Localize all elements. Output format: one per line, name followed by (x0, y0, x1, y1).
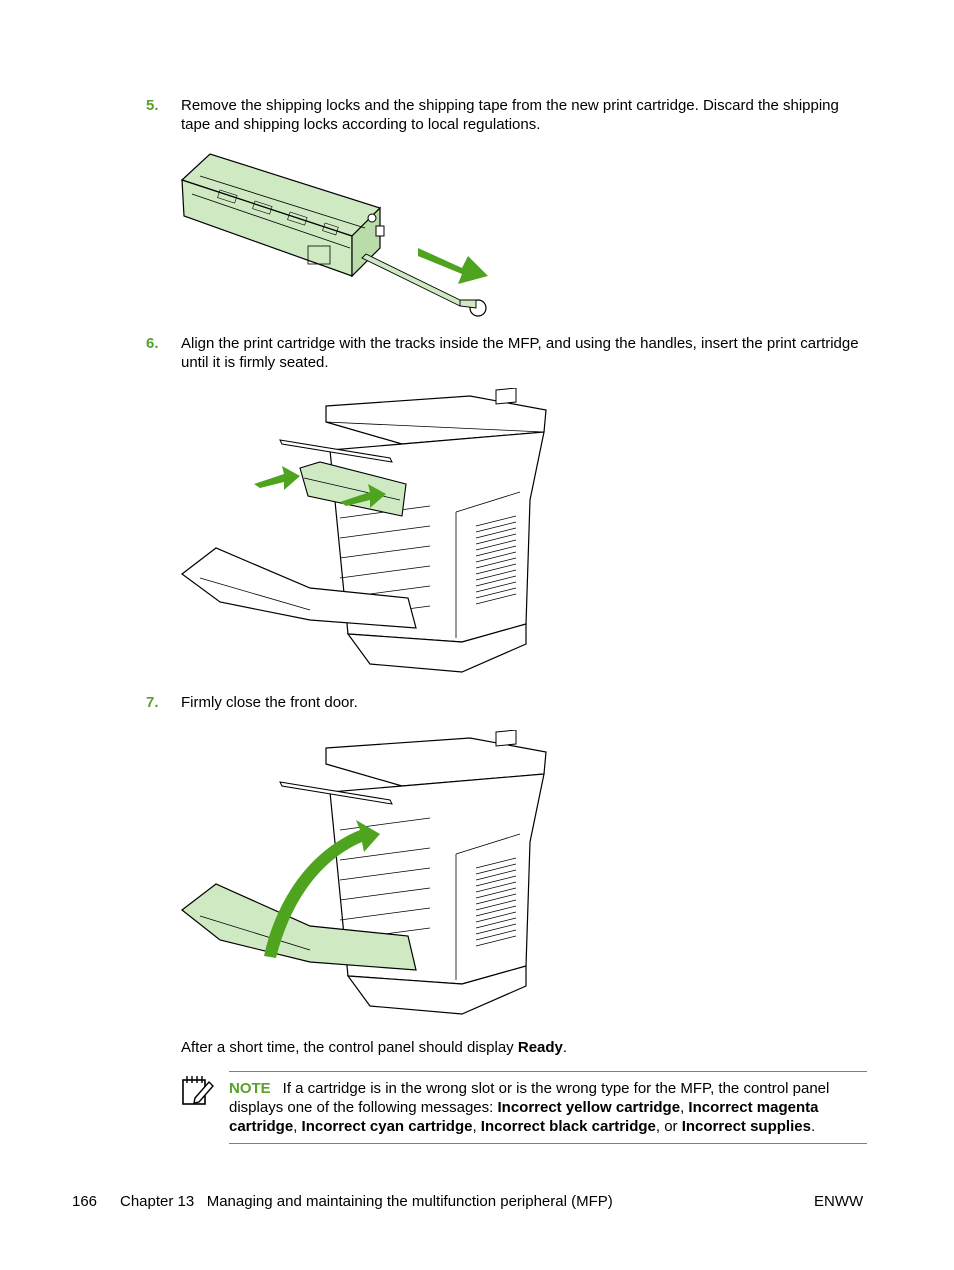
page-number: 166 (72, 1193, 98, 1210)
step-text: Align the print cartridge with the track… (181, 335, 859, 371)
close-door-illustration (181, 730, 547, 1015)
note-intro: If a cartridge is in the wrong slot or i… (229, 1080, 830, 1116)
after-prefix: After a short time, the control panel sh… (181, 1039, 518, 1056)
message-black: Incorrect black cartridge (480, 1118, 656, 1135)
note-pencil-icon (182, 1076, 214, 1105)
separator: . (810, 1118, 816, 1135)
message-yellow: Incorrect yellow cartridge (497, 1099, 681, 1116)
separator: , (293, 1118, 302, 1135)
message-cyan: Incorrect cyan cartridge (301, 1118, 473, 1135)
step-text: Remove the shipping locks and the shippi… (181, 97, 839, 133)
after-suffix: . (562, 1039, 568, 1056)
step-text: Firmly close the front door. (181, 694, 358, 711)
step-number: 5. (146, 97, 159, 114)
note-label: NOTE (229, 1080, 271, 1097)
message-supplies: Incorrect supplies (681, 1118, 811, 1135)
insert-cartridge-illustration (181, 388, 547, 673)
separator: , or (655, 1118, 682, 1135)
ready-message: Ready (517, 1039, 563, 1056)
footer-code: ENWW (814, 1193, 864, 1210)
chapter-title: Chapter 13 Managing and maintaining the … (120, 1193, 613, 1210)
separator: , (472, 1118, 481, 1135)
cartridge-tape-illustration (180, 153, 488, 317)
message-magenta: Incorrect magenta cartridge (229, 1099, 819, 1135)
step-number: 6. (146, 335, 159, 352)
after-text: After a short time, the control panel sh… (181, 1038, 567, 1057)
step-number: 7. (146, 694, 159, 711)
separator: , (680, 1099, 689, 1116)
